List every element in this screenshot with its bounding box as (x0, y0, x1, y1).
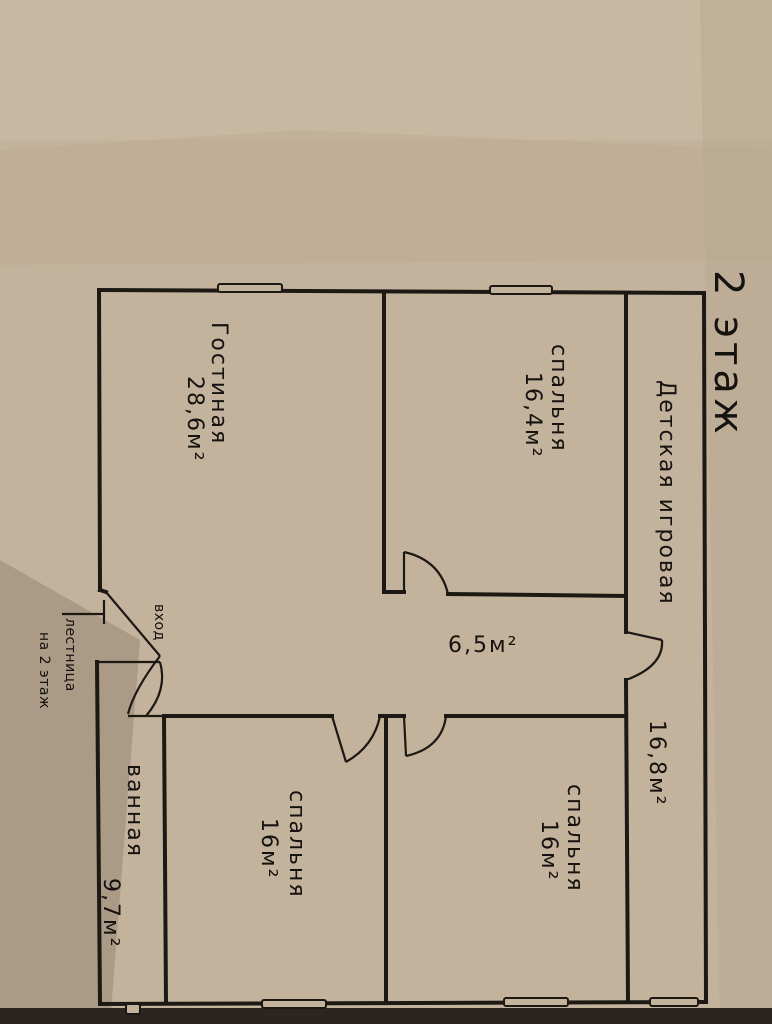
outer-walls (94, 287, 709, 1007)
room-area-hall: 6,5м² (448, 633, 518, 658)
door-swings (97, 550, 664, 763)
stairs-label-line1: лестница (62, 618, 78, 692)
entrance-label: вход (151, 604, 167, 641)
room-name-bedroom-top: спальня (546, 344, 571, 453)
room-name-living: Гостиная (206, 322, 231, 445)
room-area-bedroom-bottom-right: 16м² (536, 820, 561, 881)
inner-walls (97, 291, 631, 1006)
stairs-arrow (62, 600, 106, 624)
room-area-bath: 9,7м² (98, 878, 123, 948)
room-name-bedroom-bottom-right: спальня (562, 784, 587, 893)
floor-title: 2 этаж (705, 270, 751, 438)
room-name-bath: ванная (122, 764, 147, 858)
room-area-living: 28,6м² (182, 376, 207, 462)
windows (125, 283, 699, 1015)
room-area-bedroom-bottom-left: 16м² (256, 818, 281, 879)
room-name-bedroom-bottom-left: спальня (284, 790, 309, 899)
room-area-kids: 16,8м² (644, 720, 669, 806)
room-name-kids: Детская игровая (654, 380, 679, 606)
room-area-bedroom-top: 16,4м² (520, 372, 545, 458)
stairs-label-line2: на 2 этаж (36, 632, 52, 709)
